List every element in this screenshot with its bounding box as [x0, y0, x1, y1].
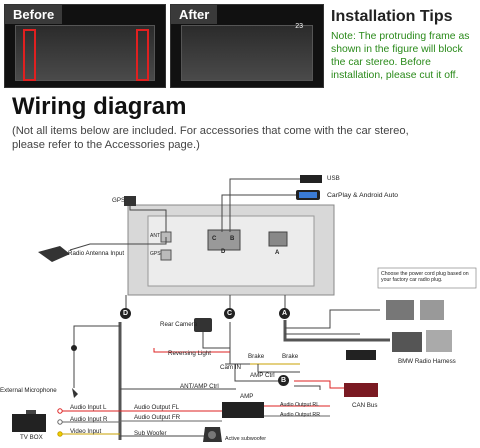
- tv-box: [12, 414, 46, 432]
- after-badge: 23: [295, 23, 303, 30]
- wiring-title: Wiring diagram: [12, 93, 187, 120]
- after-label: After: [171, 5, 218, 24]
- before-label: Before: [5, 5, 63, 24]
- marker-a: A: [279, 308, 290, 319]
- label-ant-amp-ctrl: ANT/AMP Ctrl: [180, 383, 219, 390]
- marker-c: C: [224, 308, 235, 319]
- label-cam-in: Cam IN: [220, 364, 241, 371]
- label-video-in: Video Input: [70, 428, 102, 435]
- harness-plug-1: [386, 300, 414, 320]
- dash-cavity: [15, 25, 155, 81]
- label-sub-woofer: Sub Woofer: [134, 430, 167, 437]
- carplay-screen: [299, 192, 317, 198]
- rear-camera: [194, 318, 212, 332]
- usb-wire: [229, 178, 300, 232]
- protruding-frame-left: [23, 29, 36, 81]
- dash-cavity: [181, 25, 313, 81]
- tips-title: Installation Tips: [331, 8, 453, 25]
- label-gps: GPS: [112, 197, 126, 204]
- label-ant-port: ANT: [150, 233, 160, 239]
- label-rear-camera: Rear Camera: [160, 321, 198, 328]
- bmw-harness-plug-2: [426, 330, 452, 352]
- label-tv-box: TV BOX: [20, 434, 43, 441]
- amp-box: [222, 402, 264, 418]
- harness-plug-2: [420, 300, 444, 320]
- radio-antenna-wire: [69, 237, 167, 251]
- label-usb: USB: [327, 175, 340, 182]
- label-audio-out-fl: Audio Output FL: [134, 404, 180, 411]
- label-brake-2: Brake: [282, 353, 299, 360]
- label-amp-out-rr: Audio Output RR: [280, 412, 321, 418]
- label-radio-antenna: Radio Antenna Input: [68, 250, 125, 257]
- radio-antenna-shape: [38, 246, 70, 262]
- bmw-harness-plug: [392, 332, 422, 352]
- label-audio-in-r: Audio Input R: [70, 416, 108, 423]
- gps-wire: [129, 206, 167, 232]
- gps-port: [160, 249, 172, 261]
- label-bmw-harness: BMW Radio Harness: [398, 358, 456, 365]
- power-plug-note-box: [377, 267, 477, 289]
- label-amp-out-rl: Audio Output RL: [280, 402, 320, 408]
- head-unit-inner: [147, 215, 315, 287]
- label-port-b: B: [230, 236, 235, 242]
- label-power-plug-note: Choose the power cord plug based on your…: [381, 271, 469, 284]
- mic-jack: [71, 345, 77, 351]
- marker-b: B: [278, 375, 289, 386]
- label-port-d: D: [221, 249, 226, 255]
- protruding-frame-right: [136, 29, 149, 81]
- tips-note: Note: The protruding frame as shown in t…: [331, 31, 470, 81]
- label-active-sub: Active subwoofer: [225, 436, 267, 442]
- label-brake-1: Brake: [248, 353, 265, 360]
- label-amp: AMP: [240, 393, 254, 400]
- mic-head: [72, 388, 78, 398]
- label-amp-ctrl: AMP Ctrl: [250, 372, 275, 379]
- marker-d: D: [120, 308, 131, 319]
- label-audio-in-l: Audio Input L: [70, 404, 107, 411]
- label-reversing-light: Reversing Light: [168, 350, 211, 357]
- label-carplay: CarPlay & Android Auto: [327, 192, 399, 199]
- usb-stick: [300, 175, 322, 183]
- gps-antenna: [124, 196, 136, 206]
- after-photo: After 23: [170, 4, 324, 88]
- wiring-subtitle: (Not all items below are included. For a…: [12, 125, 409, 151]
- label-gps-port: GPS: [150, 251, 161, 257]
- label-port-c: C: [212, 236, 217, 242]
- can-bus-box: [344, 383, 378, 397]
- label-audio-out-fr: Audio Output FR: [134, 414, 181, 421]
- connector-a: [268, 231, 288, 247]
- label-external-mic: External Microphone: [0, 387, 57, 394]
- carplay-wire: [221, 194, 296, 232]
- connector-block-cb: [207, 229, 241, 251]
- mic-wire: [73, 325, 120, 388]
- label-can-bus: CAN Bus: [352, 402, 378, 409]
- before-photo: Before: [4, 4, 166, 88]
- label-port-a: A: [275, 250, 280, 256]
